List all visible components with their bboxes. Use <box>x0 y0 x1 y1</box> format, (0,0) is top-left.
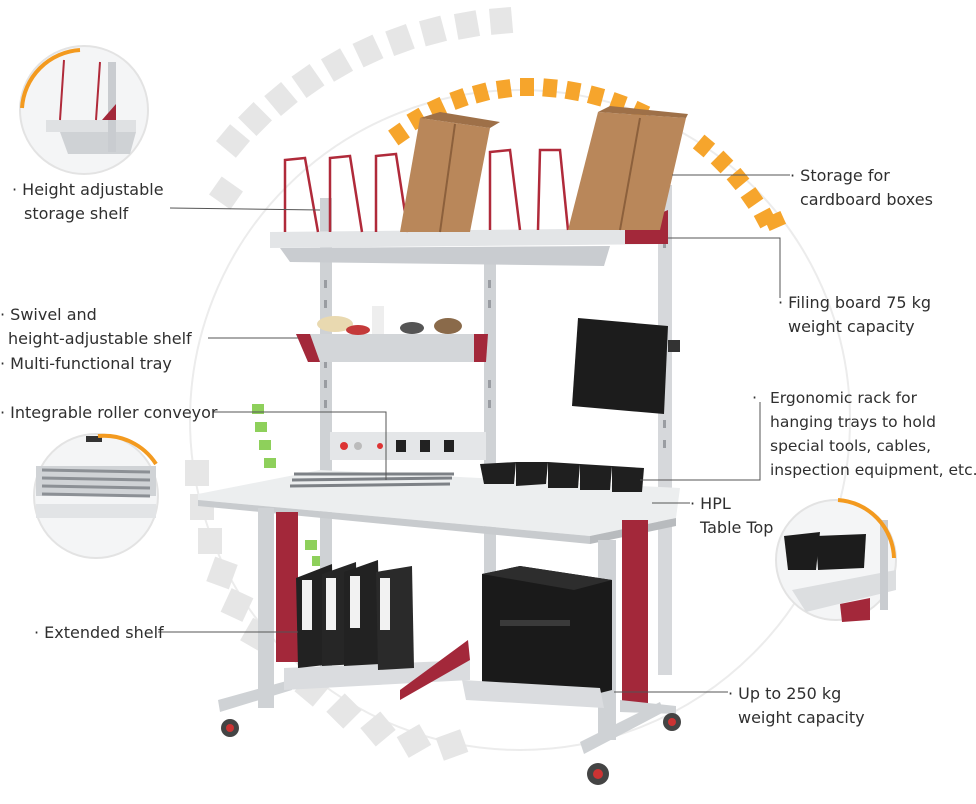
ergonomic-rack-bullet: · <box>752 388 758 407</box>
hpl-table-top-label: · HPL Table Top <box>690 494 774 537</box>
power-strip <box>330 432 486 460</box>
roller-conveyor-zoom <box>33 433 159 559</box>
bins <box>480 462 644 492</box>
top-shelf <box>270 228 668 248</box>
storage-boxes-label: · Storage for cardboard boxes <box>790 166 933 209</box>
extended-shelf-label: · Extended shelf <box>34 623 164 642</box>
monitor <box>572 318 680 414</box>
roller-conveyor-label: · Integrable roller conveyor <box>0 403 218 422</box>
wire-dividers <box>283 148 570 233</box>
upright-left <box>320 198 332 668</box>
cardboard-boxes <box>400 106 688 233</box>
printer <box>482 566 612 700</box>
filing-board-label: · Filing board 75 kg weight capacity <box>778 293 932 336</box>
ergonomic-rack-label: Ergonomic rack for hanging trays to hold… <box>770 389 976 479</box>
tape-rolls <box>317 306 462 335</box>
swivel-tray <box>296 334 488 362</box>
upright-right <box>658 185 672 675</box>
leader-lines <box>158 174 790 693</box>
green-dashed-arc <box>252 404 324 566</box>
bin-tray-zoom <box>775 498 897 622</box>
workbench <box>198 106 688 785</box>
height-shelf-zoom <box>19 45 149 175</box>
height-shelf-label: · Height adjustable storage shelf <box>12 180 164 223</box>
roller-conveyor <box>289 472 454 488</box>
multi-tray-label: · Multi-functional tray <box>0 354 172 373</box>
swivel-shelf-label: · Swivel and height-adjustable shelf <box>0 305 192 348</box>
weight-capacity-label: · Up to 250 kg weight capacity <box>728 684 865 727</box>
casters <box>221 713 681 785</box>
binders <box>296 560 414 670</box>
